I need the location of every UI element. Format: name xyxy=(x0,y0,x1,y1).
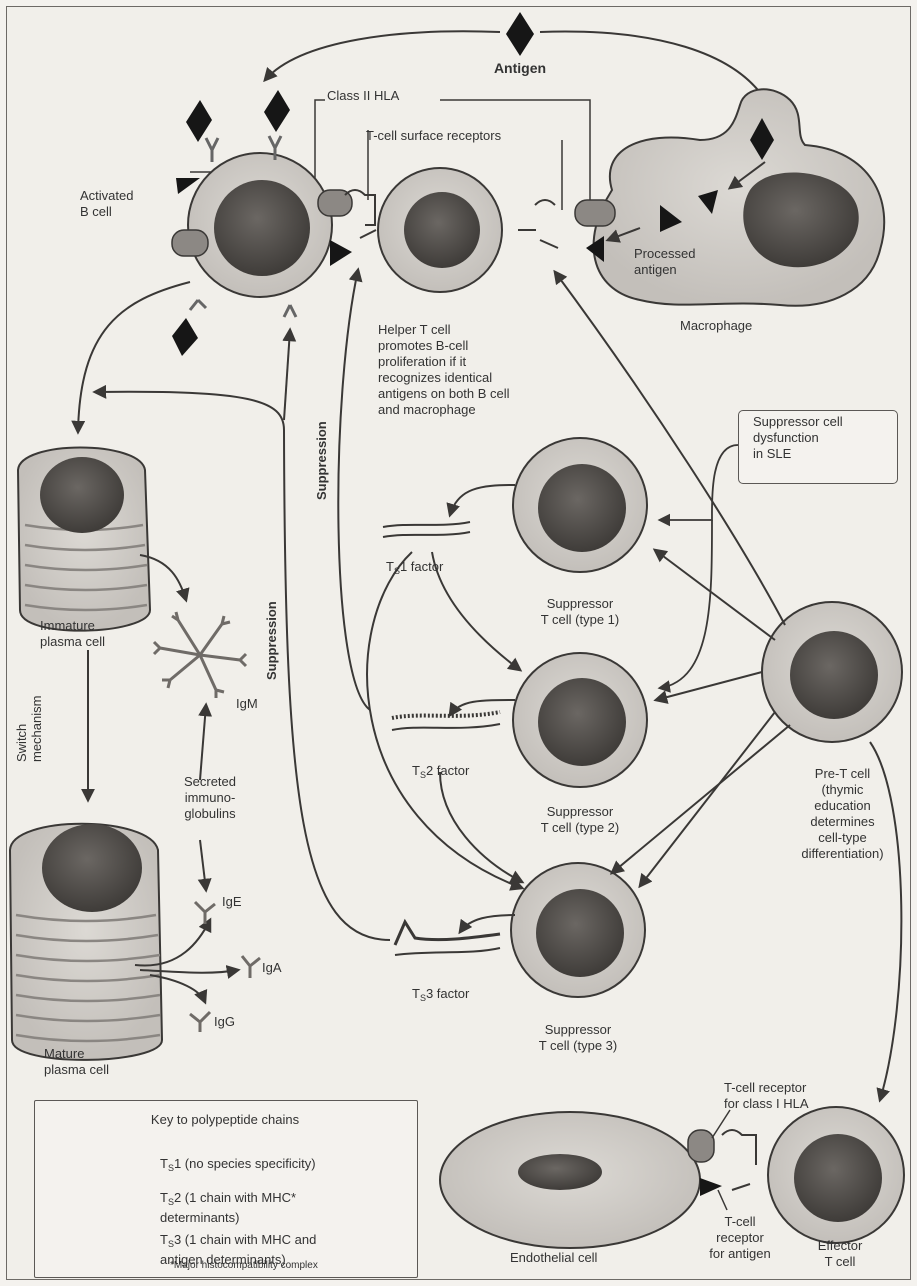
suppression-label-left: Suppression xyxy=(264,601,279,680)
ige-label: IgE xyxy=(222,894,242,910)
mature-plasma-cell xyxy=(10,824,162,1060)
suppressor-dysfunction-label: Suppressor cell dysfunction in SLE xyxy=(753,414,843,462)
antigen-label: Antigen xyxy=(475,60,565,76)
endothelial-cell xyxy=(440,1112,722,1248)
suppression-label-right: Suppression xyxy=(314,421,329,500)
endothelial-label: Endothelial cell xyxy=(510,1250,597,1266)
iga-label: IgA xyxy=(262,960,282,976)
macrophage-label: Macrophage xyxy=(680,318,752,334)
secreted-ig-label: Secreted immuno- globulins xyxy=(165,774,255,822)
tcell-surface-receptors-label: T-cell surface receptors xyxy=(366,128,501,144)
mature-plasma-label: Mature plasma cell xyxy=(44,1046,109,1078)
antibody-icons xyxy=(190,902,260,1032)
key-footnote: *Major histocompatibility complex xyxy=(170,1258,318,1274)
macrophage xyxy=(575,89,884,305)
key-item-1: TS1 (no species specificity) xyxy=(160,1140,316,1176)
antigen-icon xyxy=(506,12,534,56)
receptor-leaders xyxy=(712,1110,730,1210)
igg-label: IgG xyxy=(214,1014,235,1030)
pre-t-cell-label: Pre-T cell (thymic education determines … xyxy=(780,766,905,862)
cell-to-factor-arrows xyxy=(450,485,515,932)
ts1-factor-label: TS1 factor xyxy=(386,543,443,579)
ts2-factor-label: TS2 factor xyxy=(412,747,469,783)
processed-antigen-label: Processed antigen xyxy=(634,246,695,278)
suppressor-t3-label: Suppressor T cell (type 3) xyxy=(508,1022,648,1054)
effector-t-cell-label: Effector T cell xyxy=(800,1238,880,1270)
helper-t-cell-label: Helper T cell promotes B-cell proliferat… xyxy=(378,322,510,418)
activated-b-cell-label: Activated B cell xyxy=(80,188,133,220)
ts2-factor-chains xyxy=(392,712,500,730)
key-title: Key to polypeptide chains xyxy=(34,1112,416,1128)
immature-plasma-cell xyxy=(18,448,150,631)
ts3-factor-label: TS3 factor xyxy=(412,970,469,1006)
suppressor-t2-label: Suppressor T cell (type 2) xyxy=(510,804,650,836)
igm-pentamer-icon xyxy=(154,612,246,698)
suppressor-t-cell-2 xyxy=(513,653,647,787)
igm-label: IgM xyxy=(236,696,258,712)
ts3-factor-chains xyxy=(395,922,500,955)
ts1-factor-chains xyxy=(383,522,470,537)
helper-t-cell xyxy=(345,168,558,292)
activated-b-cell xyxy=(172,90,352,356)
suppressor-t-cell-3 xyxy=(511,863,645,997)
tcell-receptor-class1-label: T-cell receptor for class I HLA xyxy=(724,1080,809,1112)
suppressor-t1-label: Suppressor T cell (type 1) xyxy=(510,596,650,628)
immature-plasma-label: Immature plasma cell xyxy=(40,618,105,650)
tcell-receptor-antigen-label: T-cell receptor for antigen xyxy=(700,1214,780,1262)
switch-mechanism-label: Switch mechanism xyxy=(14,696,44,762)
suppressor-t-cell-1 xyxy=(513,438,647,572)
class2-hla-label: Class II HLA xyxy=(327,88,399,104)
